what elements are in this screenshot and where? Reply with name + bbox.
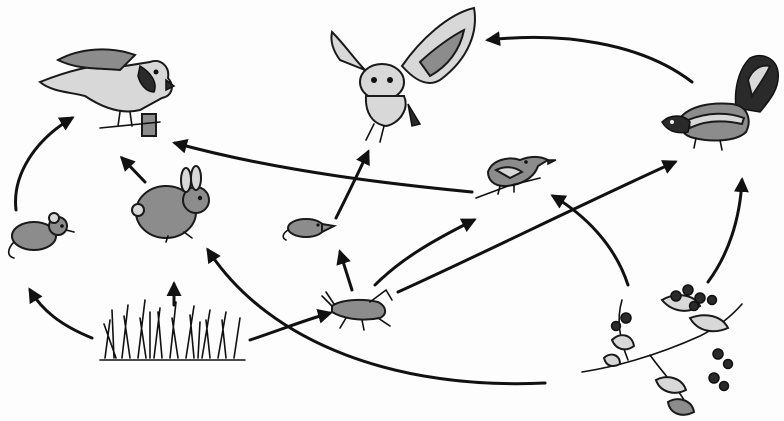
- arrow-berry-to-bird: [553, 196, 628, 285]
- arrow-mouse-to-hawk: [16, 118, 72, 210]
- arrow-grasshopper-to-bird: [375, 220, 474, 285]
- grasshopper-icon: [322, 290, 392, 330]
- arrow-shrew-to-owl: [336, 152, 368, 218]
- arrow-bird-to-hawk: [175, 143, 472, 192]
- arrow-rabbit-to-hawk: [122, 158, 145, 182]
- arrow-grasshopper-to-skunk: [398, 162, 675, 292]
- arrow-skunk-to-owl: [488, 37, 692, 82]
- shrew-icon: [283, 219, 334, 240]
- hawk-icon: [40, 49, 174, 136]
- arrow-berry-to-skunk: [708, 180, 742, 282]
- arrow-grass-to-mouse: [30, 290, 92, 338]
- skunk-icon: [662, 56, 778, 150]
- rabbit-icon: [132, 166, 209, 242]
- mouse-icon: [9, 213, 74, 258]
- owl-icon: [331, 8, 474, 142]
- arrow-grasshopper-to-shrew: [340, 252, 352, 290]
- bird-icon: [476, 157, 556, 198]
- berry-plant-icon: [582, 285, 742, 415]
- grass-icon: [100, 300, 245, 360]
